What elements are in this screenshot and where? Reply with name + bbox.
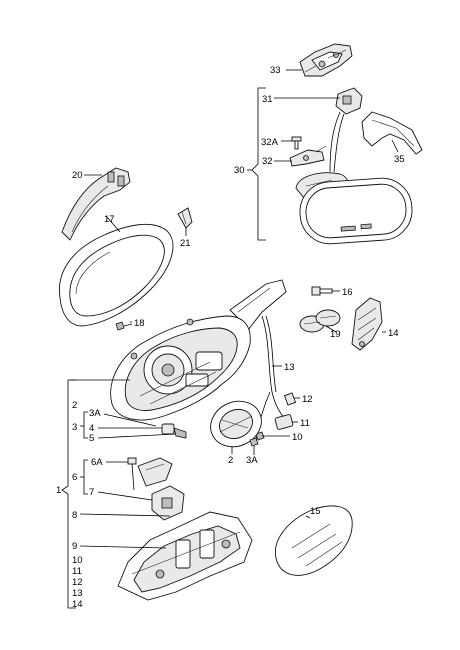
label-6a: 6A xyxy=(91,457,103,468)
label-10-left: 10 xyxy=(72,555,83,566)
label-3: 3 xyxy=(72,422,77,433)
label-10: 10 xyxy=(292,432,303,443)
part-19-clips xyxy=(299,309,341,333)
label-18: 18 xyxy=(134,318,145,329)
part-31-connector xyxy=(329,87,363,173)
label-13-left: 13 xyxy=(72,588,83,599)
label-32: 32 xyxy=(262,156,273,167)
label-21: 21 xyxy=(180,238,191,249)
label-14-left: 14 xyxy=(72,599,83,610)
part-35-trim xyxy=(361,111,423,155)
part-32-clip xyxy=(289,145,327,167)
part-33-motor xyxy=(299,43,353,77)
label-30: 30 xyxy=(234,165,245,176)
label-35: 35 xyxy=(394,154,405,165)
label-9: 9 xyxy=(72,541,77,552)
label-4: 4 xyxy=(89,423,94,434)
part-16-bolt xyxy=(311,286,333,296)
label-2-right: 2 xyxy=(228,455,233,466)
label-11: 11 xyxy=(300,418,310,429)
label-7: 7 xyxy=(89,487,94,498)
label-16: 16 xyxy=(342,287,353,298)
part-15-mirror-glass xyxy=(274,505,353,576)
label-33: 33 xyxy=(270,65,281,76)
part-21-clip xyxy=(177,207,193,229)
label-3a-left: 3A xyxy=(89,408,101,419)
label-15: 15 xyxy=(310,506,321,517)
part-2-adjuster-unit xyxy=(210,400,262,448)
part-labels: 33 31 32A 32 30 35 20 17 21 18 16 19 14 … xyxy=(56,65,405,610)
label-13: 13 xyxy=(284,362,295,373)
part-4-5-screw-clip xyxy=(161,423,187,439)
part-7-motor xyxy=(151,485,185,521)
mirror-base-assembly xyxy=(110,279,287,421)
part-17-housing-cover xyxy=(58,223,174,327)
part-3a-screw xyxy=(249,437,259,452)
label-20: 20 xyxy=(72,170,83,181)
label-5: 5 xyxy=(89,433,94,444)
part-18-screw xyxy=(115,321,133,331)
part-8-base xyxy=(117,511,253,601)
part-6-bracket xyxy=(137,457,173,487)
part-20-trim-strip xyxy=(61,167,131,241)
label-6: 6 xyxy=(72,472,77,483)
part-10-screw xyxy=(255,431,265,441)
label-3a-right: 3A xyxy=(246,455,258,466)
part-32a-screw xyxy=(291,136,302,150)
label-19: 19 xyxy=(330,329,341,340)
label-31: 31 xyxy=(262,94,273,105)
part-12-connector xyxy=(283,392,297,406)
label-11-left: 11 xyxy=(72,566,82,577)
leader-lines xyxy=(61,69,399,609)
label-12: 12 xyxy=(302,394,313,405)
part-11-connector xyxy=(274,414,294,430)
label-8: 8 xyxy=(72,510,77,521)
label-2-left: 2 xyxy=(72,400,77,411)
label-12-left: 12 xyxy=(72,577,83,588)
label-17: 17 xyxy=(104,214,115,225)
part-14-turn-signal xyxy=(351,297,383,351)
label-1: 1 xyxy=(56,485,61,496)
label-32a: 32A xyxy=(261,137,279,148)
part-30-interior-mirror xyxy=(295,172,413,245)
label-14: 14 xyxy=(388,328,399,339)
part-6a-bolt xyxy=(127,457,137,491)
